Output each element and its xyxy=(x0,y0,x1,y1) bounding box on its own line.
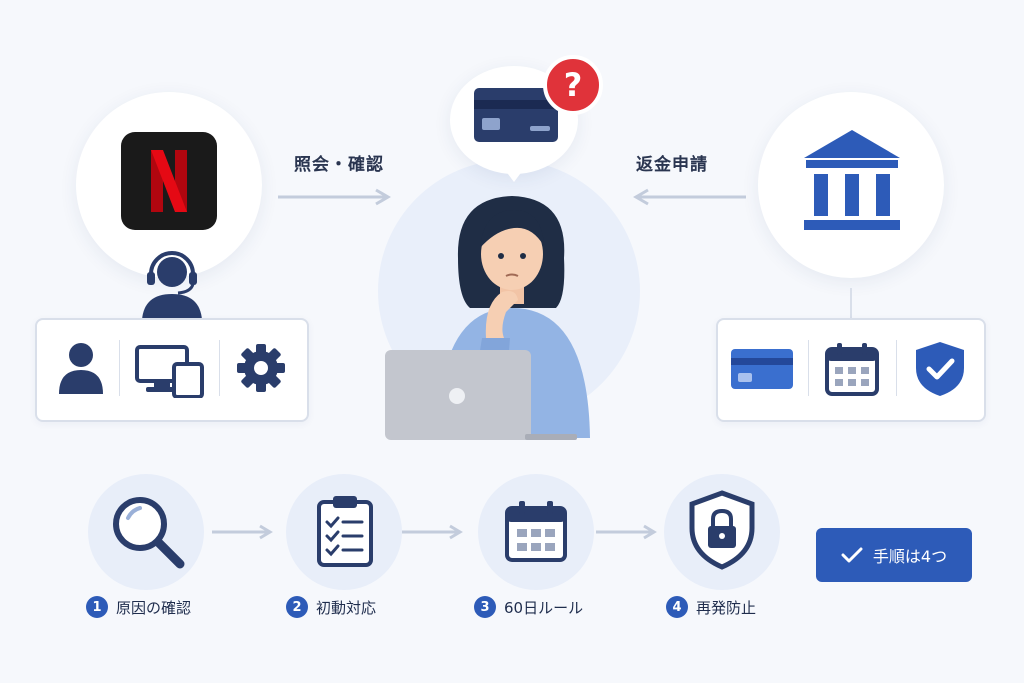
step-arrow-icon xyxy=(594,522,660,542)
step-number-badge: 4 xyxy=(666,596,688,618)
panel-divider xyxy=(119,340,120,396)
step-label-text: 再発防止 xyxy=(696,598,757,617)
netflix-logo-icon xyxy=(121,132,217,230)
step-label-text: 原因の確認 xyxy=(116,598,192,617)
gear-icon xyxy=(236,343,286,393)
step-4-label: 4 再発防止 xyxy=(666,596,756,618)
arrow-right-icon xyxy=(276,187,394,207)
panel-divider xyxy=(896,340,897,396)
connector-line xyxy=(850,288,852,318)
step-number-badge: 2 xyxy=(286,596,308,618)
calendar-icon xyxy=(504,500,568,562)
shield-lock-icon xyxy=(688,490,756,570)
credit-card-icon xyxy=(730,348,794,390)
step-number-badge: 1 xyxy=(86,596,108,618)
devices-icon xyxy=(134,344,206,398)
headset-agent-icon xyxy=(136,246,208,320)
clipboard-checklist-icon xyxy=(316,494,374,568)
summary-text: 手順は4つ xyxy=(872,547,948,566)
magnifier-icon xyxy=(108,492,188,572)
user-icon xyxy=(57,340,105,394)
step-3-label: 3 60日ルール xyxy=(474,596,583,618)
shield-check-icon xyxy=(914,340,966,398)
step-2-label: 2 初動対応 xyxy=(286,596,376,618)
calendar-icon xyxy=(824,342,880,396)
refund-label: 返金申請 xyxy=(636,155,708,175)
step-1-label: 1 原因の確認 xyxy=(86,596,191,618)
step-number-badge: 3 xyxy=(474,596,496,618)
panel-divider xyxy=(219,340,220,396)
step-arrow-icon xyxy=(210,522,276,542)
step-arrow-icon xyxy=(400,522,466,542)
credit-card-question-icon xyxy=(472,82,560,144)
inquiry-label: 照会・確認 xyxy=(294,155,384,175)
panel-divider xyxy=(808,340,809,396)
step-label-text: 60日ルール xyxy=(504,598,584,617)
svg-text:?: ? xyxy=(564,66,583,104)
steps-summary-badge: 手順は4つ xyxy=(816,528,972,582)
question-badge-icon: ? xyxy=(542,54,604,116)
checkmark-icon xyxy=(841,546,863,564)
bank-icon xyxy=(800,128,904,236)
step-label-text: 初動対応 xyxy=(316,598,377,617)
bubble-tail xyxy=(502,166,526,182)
arrow-left-icon xyxy=(630,187,748,207)
laptop-icon xyxy=(385,350,577,442)
